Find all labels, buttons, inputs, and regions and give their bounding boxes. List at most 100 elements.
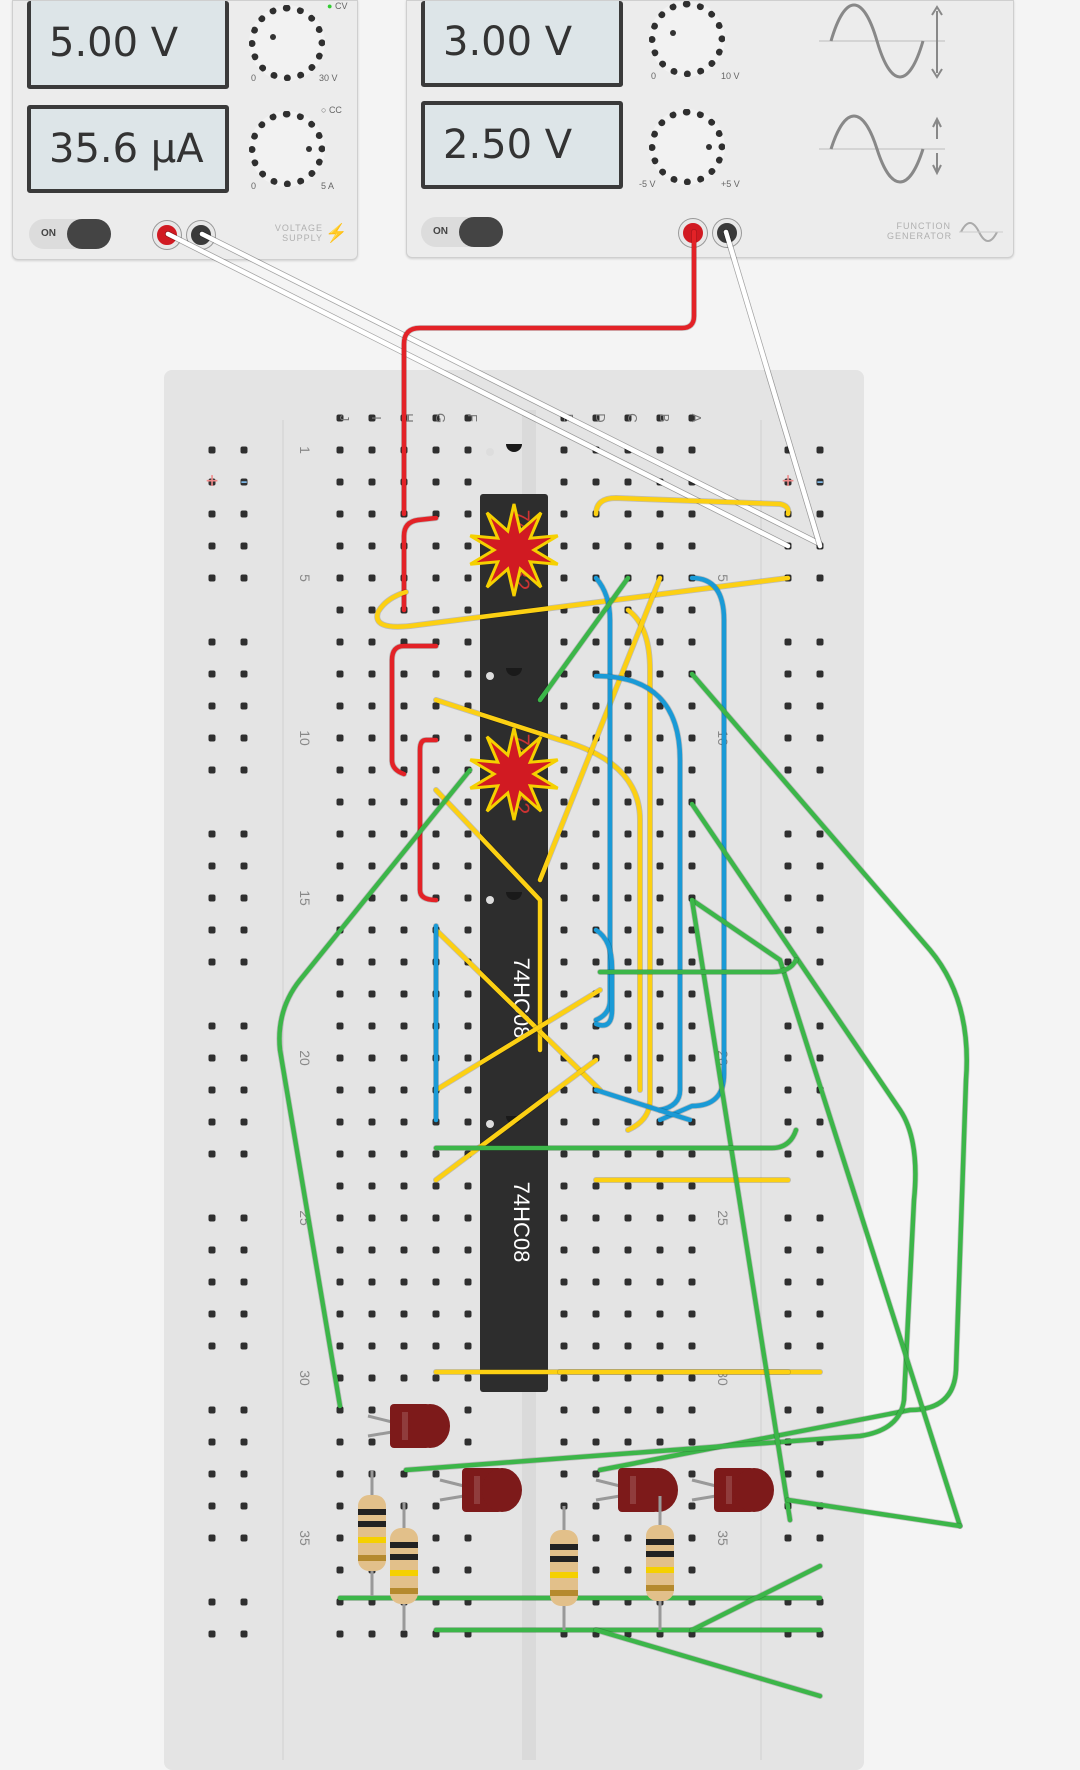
rail-label: -	[240, 468, 247, 493]
breadboard-hole	[592, 478, 600, 486]
breadboard-hole	[368, 1182, 376, 1190]
breadboard-hole	[656, 446, 664, 454]
breadboard-hole	[624, 702, 632, 710]
rail-hole	[784, 670, 792, 678]
yellow-wire	[433, 927, 603, 1093]
rail-hole	[240, 862, 248, 870]
components	[358, 1404, 774, 1630]
breadboard-hole	[592, 702, 600, 710]
column-label: C	[625, 413, 640, 422]
breadboard-hole	[656, 542, 664, 550]
breadboard-hole	[368, 638, 376, 646]
rail-hole	[208, 766, 216, 774]
breadboard-hole	[688, 830, 696, 838]
voltage-supply-power-switch[interactable]: ON	[29, 219, 111, 249]
breadboard-hole	[368, 1406, 376, 1414]
breadboard-hole	[368, 1086, 376, 1094]
amplitude-sine-icon	[819, 3, 945, 79]
breadboard-hole	[400, 1150, 408, 1158]
breadboard-hole	[464, 1406, 472, 1414]
rail-hole	[240, 1438, 248, 1446]
breadboard-hole	[368, 830, 376, 838]
resistor-band	[646, 1539, 674, 1545]
breadboard-hole	[656, 894, 664, 902]
rail-hole	[784, 1278, 792, 1286]
rail-hole	[784, 1342, 792, 1350]
breadboard-hole	[656, 1246, 664, 1254]
breadboard-hole	[400, 1054, 408, 1062]
led-highlight	[630, 1476, 636, 1504]
breadboard-hole	[432, 798, 440, 806]
row-number: 15	[297, 890, 313, 906]
breadboard-hole	[368, 1118, 376, 1126]
breadboard-hole	[400, 1342, 408, 1350]
voltage-supply-positive-terminal[interactable]	[153, 221, 181, 249]
breadboard-hole	[560, 1150, 568, 1158]
voltage-display: 5.00 V	[27, 1, 229, 89]
breadboard-hole	[624, 1406, 632, 1414]
current-knob[interactable]	[249, 111, 325, 187]
function-generator[interactable]: 3.00 V 2.50 V 0 10 V -5 V +5 V ON FUNCTI…	[406, 0, 1014, 258]
rail-hole	[208, 702, 216, 710]
breadboard-hole	[368, 446, 376, 454]
breadboard-hole	[464, 542, 472, 550]
red-jumper	[389, 643, 439, 777]
breadboard-hole	[336, 510, 344, 518]
rail-hole	[208, 926, 216, 934]
breadboard-hole	[624, 1246, 632, 1254]
breadboard-hole	[592, 830, 600, 838]
breadboard-hole	[624, 766, 632, 774]
breadboard-hole	[624, 1566, 632, 1574]
green-wire	[593, 1627, 823, 1699]
breadboard-hole	[592, 1118, 600, 1126]
supply-white-wire	[199, 231, 823, 547]
breadboard-hole	[336, 894, 344, 902]
offset-knob[interactable]	[649, 109, 725, 185]
breadboard-hole	[336, 1182, 344, 1190]
rail-label: +	[782, 468, 795, 493]
breadboard-hole	[336, 958, 344, 966]
breadboard-hole	[368, 734, 376, 742]
breadboard-hole	[368, 862, 376, 870]
row-number: 35	[297, 1530, 313, 1546]
breadboard-hole	[688, 1374, 696, 1382]
green-wire	[689, 1563, 823, 1633]
rail-label: -	[816, 468, 823, 493]
rail-hole	[784, 702, 792, 710]
breadboard-hole	[560, 766, 568, 774]
breadboard-hole	[560, 638, 568, 646]
breadboard-hole	[368, 1310, 376, 1318]
blue-wire	[593, 575, 613, 1023]
breadboard-hole	[560, 1118, 568, 1126]
function-generator-brand: FUNCTION GENERATOR	[887, 221, 953, 241]
breadboard-hole	[464, 1086, 472, 1094]
voltage-knob[interactable]	[249, 5, 325, 81]
breadboard-hole	[624, 510, 632, 518]
breadboard-hole	[656, 798, 664, 806]
rail-hole	[208, 446, 216, 454]
column-label: I	[369, 416, 384, 420]
breadboard-hole	[400, 894, 408, 902]
breadboard-hole	[432, 1374, 440, 1382]
amplitude-knob[interactable]	[649, 1, 725, 77]
breadboard-hole	[336, 1534, 344, 1542]
rail-hole	[784, 734, 792, 742]
column-label: H	[401, 413, 416, 422]
error-burst-icon	[469, 727, 559, 821]
chip-label: 74HC08	[509, 958, 534, 1039]
breadboard-hole	[336, 1310, 344, 1318]
breadboard-hole	[464, 1214, 472, 1222]
breadboard-hole	[624, 1342, 632, 1350]
voltage-supply[interactable]: 5.00 V 35.6 µA 0 30 V 0 5 A ○ CC ● CV ON…	[12, 0, 358, 260]
rail-hole	[816, 1246, 824, 1254]
led-lead	[691, 1494, 717, 1502]
supply-white-wire	[165, 231, 791, 549]
function-generator-power-switch[interactable]: ON	[421, 217, 503, 247]
breadboard-hole	[464, 1182, 472, 1190]
rail-hole	[208, 1150, 216, 1158]
left-rail-divider	[282, 420, 284, 1760]
breadboard-hole	[560, 478, 568, 486]
breadboard-hole	[688, 1502, 696, 1510]
breadboard-hole	[368, 542, 376, 550]
